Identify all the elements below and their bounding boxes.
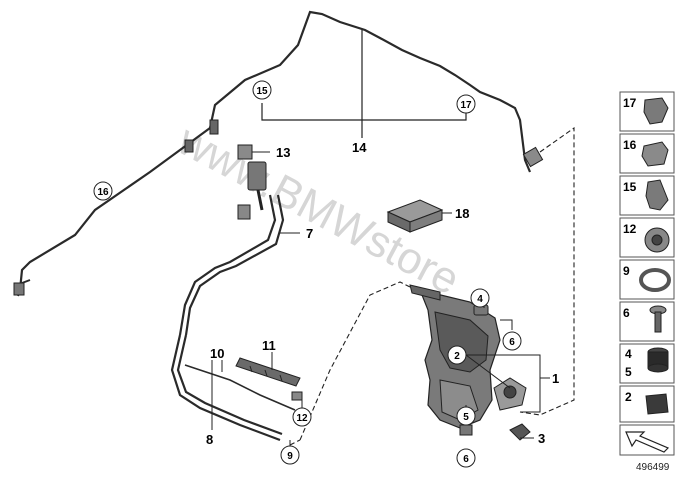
svg-text:6: 6 <box>463 454 469 465</box>
callout-18: 18 <box>455 206 469 221</box>
svg-text:12: 12 <box>296 413 308 424</box>
nozzle-13 <box>237 144 267 220</box>
sidebar-item-16[interactable]: 16 <box>619 133 675 174</box>
sidebar-item-12[interactable]: 12 <box>619 217 675 258</box>
svg-text:9: 9 <box>623 264 630 278</box>
svg-text:17: 17 <box>623 96 637 110</box>
sidebar-arrow-box <box>619 424 675 456</box>
clip-17-icon <box>643 97 669 125</box>
screw-6-icon <box>649 305 667 333</box>
circled-callout-5: 5 <box>456 406 476 426</box>
hose-8 <box>170 334 283 442</box>
nut-12-icon <box>644 227 670 253</box>
callout-7: 7 <box>306 226 313 241</box>
callout-14: 14 <box>352 140 367 155</box>
circled-callout-12: 12 <box>292 407 312 427</box>
pump-2 <box>493 377 527 411</box>
svg-text:16: 16 <box>97 187 109 198</box>
bracket-11 <box>235 357 301 387</box>
svg-text:4: 4 <box>477 294 483 305</box>
callout-3: 3 <box>538 431 545 446</box>
hose-16-end-connector <box>13 119 544 296</box>
circled-callout-9: 9 <box>280 445 300 465</box>
sidebar-item-9[interactable]: 9 <box>619 259 675 300</box>
svg-text:2: 2 <box>625 390 632 404</box>
svg-text:6: 6 <box>623 306 630 320</box>
svg-text:4: 4 <box>625 347 632 361</box>
svg-text:17: 17 <box>460 100 472 111</box>
hose-clamp-9-icon <box>639 268 671 292</box>
circled-callout-16: 16 <box>93 181 113 201</box>
callout-1: 1 <box>552 371 559 386</box>
parts-sidebar: 17 16 15 12 9 <box>619 91 675 473</box>
callout-11: 11 <box>262 338 276 353</box>
sidebar-item-17[interactable]: 17 <box>619 91 675 132</box>
sidebar-item-15[interactable]: 15 <box>619 175 675 216</box>
sidebar-item-5-label: 5 <box>625 365 632 379</box>
pointer-arrow-icon <box>625 431 670 453</box>
hose-10 <box>184 364 296 411</box>
pad-2-icon <box>645 393 669 415</box>
svg-text:16: 16 <box>623 138 637 152</box>
circled-callout-2: 2 <box>447 345 467 365</box>
clip-12-connector <box>291 391 303 401</box>
grommet-5 <box>459 424 473 436</box>
svg-text:6: 6 <box>509 337 515 348</box>
routing-dashed-lines <box>289 126 575 446</box>
sidebar-item-2[interactable]: 2 <box>619 385 675 423</box>
circled-callout-6-bottom: 6 <box>456 448 476 468</box>
circled-callout-4: 4 <box>470 288 490 308</box>
diagram-number: 496499 <box>636 462 670 473</box>
circled-callout-15: 15 <box>252 80 272 100</box>
svg-text:2: 2 <box>454 351 460 362</box>
svg-text:9: 9 <box>287 451 293 462</box>
sidebar-item-6[interactable]: 6 <box>619 301 675 342</box>
callout-8: 8 <box>206 432 213 447</box>
svg-text:12: 12 <box>623 222 637 236</box>
hose-7 <box>178 194 285 336</box>
svg-text:15: 15 <box>256 86 268 97</box>
grommet-4-icon <box>647 347 669 373</box>
sensor-3 <box>509 423 531 441</box>
svg-text:15: 15 <box>623 180 637 194</box>
svg-text:5: 5 <box>463 412 469 423</box>
circled-callout-17: 17 <box>456 94 476 114</box>
control-unit-18 <box>386 199 444 233</box>
circled-callout-6-top: 6 <box>502 331 522 351</box>
callout-13: 13 <box>276 145 290 160</box>
sidebar-item-4[interactable]: 4 5 <box>619 343 675 384</box>
callout-10: 10 <box>210 346 224 361</box>
clip-16-icon <box>641 141 669 167</box>
clip-15-icon <box>645 179 669 211</box>
leader-14 <box>261 30 467 138</box>
